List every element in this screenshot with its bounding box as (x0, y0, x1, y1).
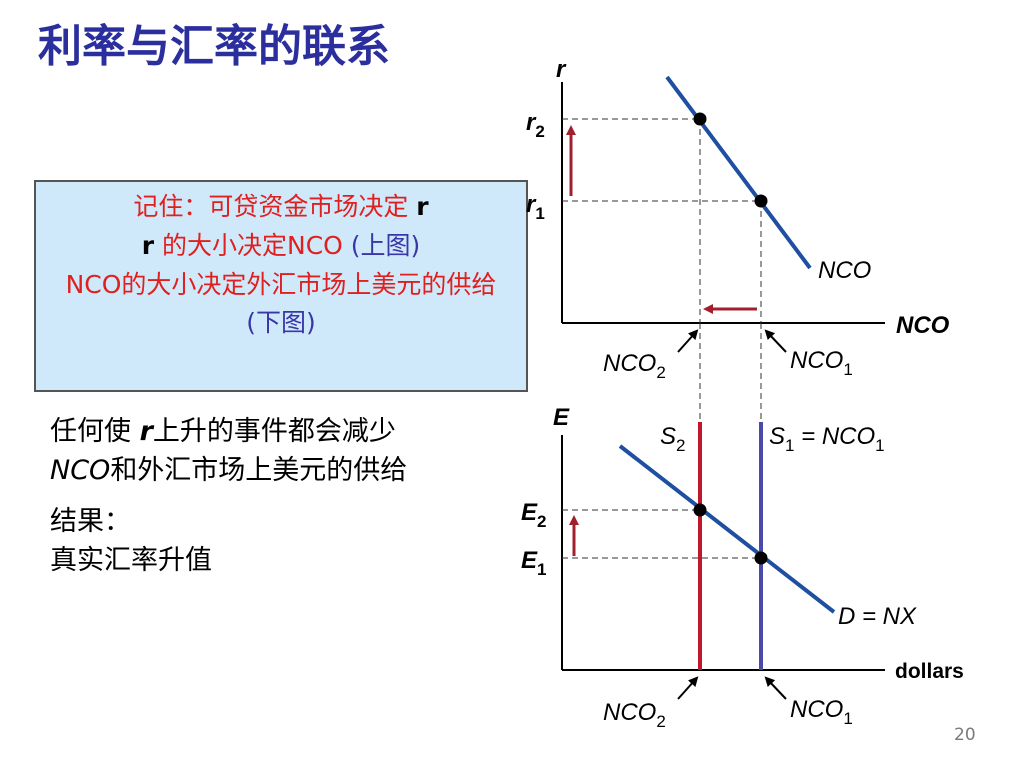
nco-curve (665, 75, 812, 270)
top-point-r2 (693, 112, 707, 126)
e1-label: E1 (521, 547, 546, 579)
callout-line-2-note: (上图) (350, 230, 421, 260)
r2-label: r2 (526, 109, 545, 141)
callout-line-3-note: (下图) (246, 308, 316, 338)
callout-line-2-variable: r (141, 230, 155, 260)
s1-label: S1 = NCO1 (769, 423, 885, 455)
explanation-pre: 任何使 (50, 416, 140, 447)
page-number: 20 (954, 725, 976, 745)
explanation-post: 和外汇市场上美元的供给 (110, 455, 408, 487)
top-nco2-pointer (677, 329, 699, 353)
top-y-axis-label: r (556, 56, 567, 83)
explanation-var-nco: NCO (50, 455, 111, 487)
callout-line-1-variable: r (416, 192, 429, 221)
top-nco2-label: NCO2 (603, 350, 666, 382)
bottom-x-axis-label: dollars (895, 660, 964, 683)
demand-curve (618, 444, 836, 614)
bottom-point-e2 (693, 503, 707, 517)
top-nco1-pointer (764, 329, 787, 353)
callout-line-3-text: NCO的大小决定外汇市场上美元的供给 (65, 269, 497, 299)
s2-label: S2 (660, 423, 685, 455)
r1-label: r1 (526, 191, 545, 223)
callout-line-1-text: 记住：可贷资金市场决定 (133, 192, 417, 221)
callout-line-2-text: 的大小决定NCO (154, 230, 351, 260)
explanation-mid: 上升的事件都会减少 (152, 416, 396, 447)
top-x-axis-label: NCO (896, 312, 950, 339)
explanation-var-r: r (139, 416, 153, 447)
callout-line-2: r 的大小决定NCO (上图) (36, 227, 526, 266)
bottom-nco1-label: NCO1 (790, 696, 853, 728)
nco-curve-label: NCO (818, 257, 871, 284)
top-nco1-label: NCO1 (790, 347, 853, 379)
slide-title: 利率与汇率的联系 (38, 21, 390, 72)
callout-line-3: NCO的大小决定外汇市场上美元的供给 (下图) (36, 266, 526, 344)
bottom-y-axis-label: E (553, 404, 570, 431)
e2-label: E2 (521, 499, 546, 531)
explanation-paragraph: 任何使 r上升的事件都会减少 NCO和外汇市场上美元的供给 (50, 412, 430, 490)
bottom-nco1-pointer (764, 676, 787, 700)
result-paragraph: 结果： 真实汇率升值 (50, 502, 430, 580)
bottom-point-e1 (754, 551, 768, 565)
demand-curve-label: D = NX (838, 603, 917, 630)
result-text: 真实汇率升值 (50, 545, 212, 577)
top-point-r1 (754, 194, 768, 208)
result-label: 结果： (50, 506, 131, 538)
callout-line-1: 记住：可贷资金市场决定 r (36, 188, 526, 227)
bottom-nco2-label: NCO2 (603, 699, 666, 731)
reminder-callout-box: 记住：可贷资金市场决定 r r 的大小决定NCO (上图) NCO的大小决定外汇… (34, 180, 528, 392)
explanation-text: 任何使 r上升的事件都会减少 NCO和外汇市场上美元的供给 结果： 真实汇率升值 (50, 412, 430, 581)
bottom-nco2-pointer (677, 676, 699, 700)
